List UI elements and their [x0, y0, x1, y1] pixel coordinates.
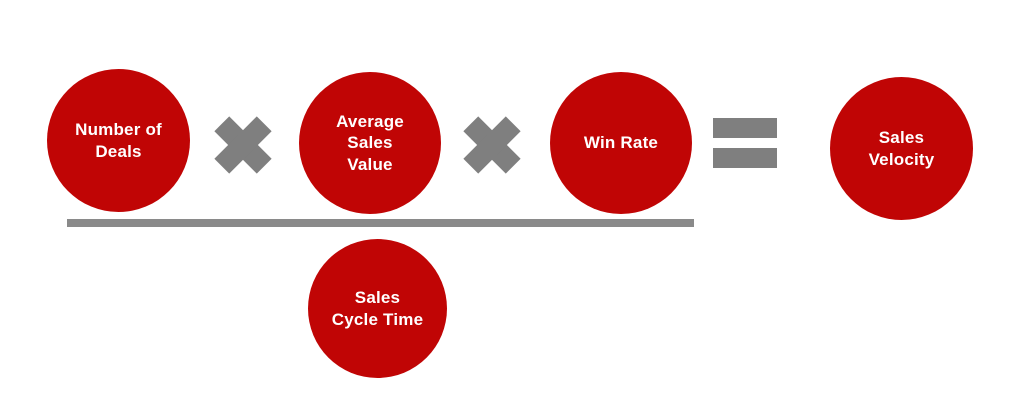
node-number-of-deals: Number of Deals [47, 69, 190, 212]
multiply-icon [214, 116, 272, 174]
equals-bar-top [713, 118, 777, 138]
node-sales-velocity-label: Sales Velocity [868, 128, 935, 169]
node-average-sales-value-label: Average Sales Value [336, 112, 404, 174]
node-average-sales-value: Average Sales Value [299, 72, 441, 214]
equals-bar-bottom [713, 148, 777, 168]
node-number-of-deals-label: Number of Deals [75, 120, 162, 161]
node-win-rate: Win Rate [550, 72, 692, 214]
division-bar [67, 219, 694, 227]
equals-icon [713, 118, 777, 168]
node-sales-velocity: Sales Velocity [830, 77, 973, 220]
multiply-icon [463, 116, 521, 174]
node-win-rate-label: Win Rate [583, 133, 659, 153]
node-sales-cycle-time: Sales Cycle Time [308, 239, 447, 378]
node-sales-cycle-time-label: Sales Cycle Time [331, 288, 424, 329]
